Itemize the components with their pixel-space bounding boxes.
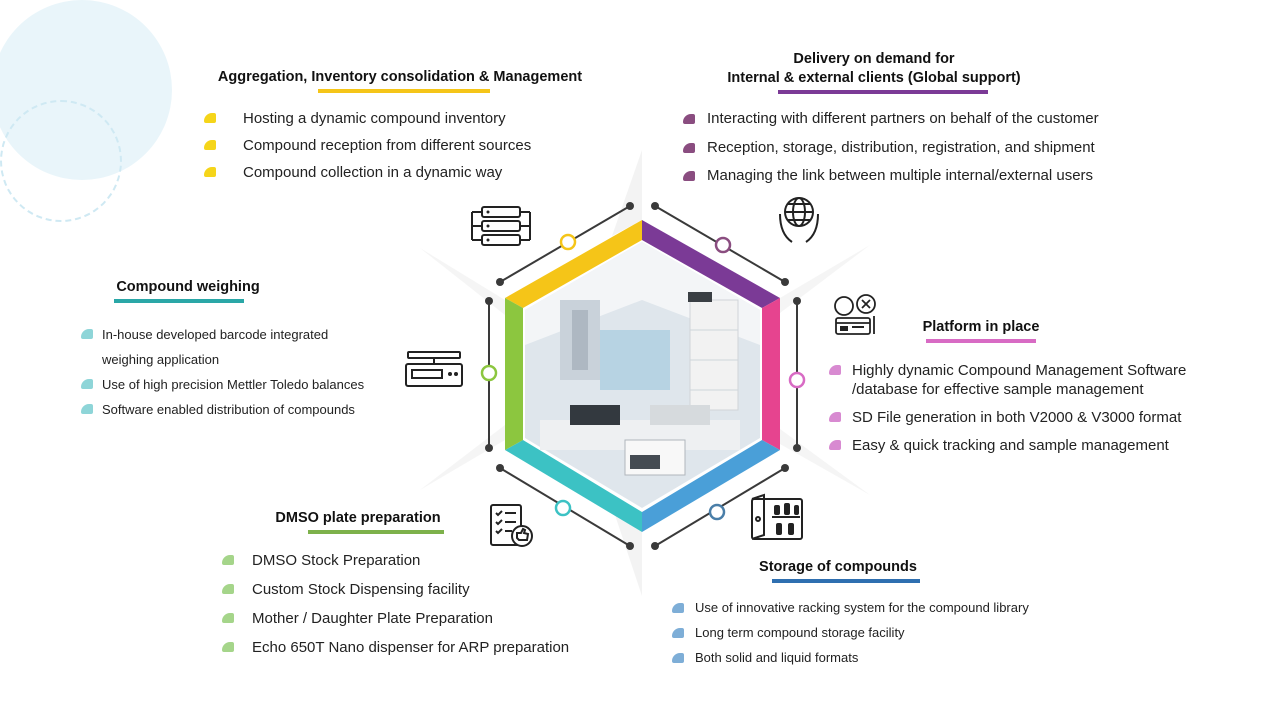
- list-item: In-house developed barcode integrated: [78, 322, 398, 347]
- bullet-icon: [222, 613, 234, 623]
- title-line-1: Delivery on demand for: [793, 51, 955, 67]
- section-title: DMSO plate preparation: [275, 510, 441, 526]
- hex-ring: [505, 220, 780, 532]
- list-item: Reception, storage, distribution, regist…: [676, 134, 1146, 163]
- bullet-icon: [829, 365, 841, 375]
- list-item: Compound reception from different source…: [200, 132, 620, 159]
- bullet-icon: [672, 628, 684, 638]
- section-platform: Platform in place Highly dynamic Compoun…: [826, 318, 1226, 464]
- list-item: Highly dynamic Compound Management Softw…: [826, 361, 1226, 399]
- section-weighing: Compound weighing In-house developed bar…: [78, 278, 398, 422]
- list-item: Custom Stock Dispensing facility: [218, 575, 618, 604]
- bullet-icon: [683, 171, 695, 181]
- ring-segment-yellow: [505, 220, 642, 308]
- bullet-icon: [222, 584, 234, 594]
- bullet-icon: [672, 603, 684, 613]
- list-item-continuation: weighing application: [102, 352, 220, 367]
- title-underline: [772, 579, 920, 583]
- bullet-icon: [81, 379, 93, 389]
- ring-segment-green: [505, 298, 523, 450]
- list-item: Mother / Daughter Plate Preparation: [218, 604, 618, 633]
- section-title: Storage of compounds: [759, 559, 917, 575]
- title-line-2: Internal & external clients (Global supp…: [727, 70, 1021, 86]
- list-item: Easy & quick tracking and sample managem…: [826, 436, 1226, 455]
- bullet-icon: [204, 167, 216, 177]
- bullet-icon: [81, 404, 93, 414]
- globe-hands-icon: [779, 197, 819, 243]
- title-underline: [308, 530, 444, 534]
- storage-cabinet-icon: [751, 493, 803, 540]
- gray-wedges: [420, 150, 870, 596]
- bullet-icon: [222, 642, 234, 652]
- server-rack-icon: [471, 206, 531, 246]
- title-underline: [926, 339, 1036, 343]
- ring-segment-teal: [505, 440, 642, 532]
- list-item: Both solid and liquid formats: [668, 645, 1088, 670]
- section-delivery: Delivery on demand for Internal & extern…: [676, 50, 1146, 191]
- bullet-icon: [204, 140, 216, 150]
- list-item: Compound collection in a dynamic way: [200, 159, 620, 186]
- bullet-icon: [81, 329, 93, 339]
- list-item: Software enabled distribution of compoun…: [78, 397, 398, 422]
- ring-segment-pink: [762, 298, 780, 450]
- bullet-icon: [829, 440, 841, 450]
- item-list: Interacting with different partners on b…: [676, 105, 1146, 191]
- list-item: Echo 650T Nano dispenser for ARP prepara…: [218, 633, 618, 662]
- list-item: Use of innovative racking system for the…: [668, 595, 1088, 620]
- ring-segment-purple: [642, 220, 780, 308]
- item-list: Highly dynamic Compound Management Softw…: [826, 361, 1226, 455]
- section-title: Compound weighing: [116, 279, 260, 295]
- section-title: Aggregation, Inventory consolidation & M…: [217, 69, 583, 85]
- list-item: Use of high precision Mettler Toledo bal…: [78, 372, 398, 397]
- item-list: Use of innovative racking system for the…: [668, 595, 1088, 670]
- ring-segment-blue: [642, 440, 780, 532]
- item-list: Hosting a dynamic compound inventory Com…: [200, 105, 620, 186]
- list-item: Managing the link between multiple inter…: [676, 162, 1146, 191]
- bullet-icon: [204, 113, 216, 123]
- item-list: DMSO Stock Preparation Custom Stock Disp…: [218, 546, 618, 662]
- list-item: DMSO Stock Preparation: [218, 546, 618, 575]
- section-title: Delivery on demand for Internal & extern…: [664, 50, 1084, 88]
- checklist-icon: [490, 504, 533, 547]
- lab-scene: [525, 242, 760, 476]
- title-underline: [114, 299, 244, 303]
- section-storage: Storage of compounds Use of innovative r…: [668, 558, 1088, 670]
- section-dmso: DMSO plate preparation DMSO Stock Prepar…: [218, 509, 618, 662]
- list-item: Interacting with different partners on b…: [676, 105, 1146, 134]
- connector-dots: [485, 202, 801, 550]
- decorative-dashed-circle: [0, 100, 122, 222]
- bullet-icon: [222, 555, 234, 565]
- list-item: SD File generation in both V2000 & V3000…: [826, 408, 1226, 427]
- section-title: Platform in place: [922, 319, 1040, 335]
- item-list: In-house developed barcode integrated we…: [78, 322, 398, 422]
- bullet-icon: [829, 412, 841, 422]
- section-aggregation: Aggregation, Inventory consolidation & M…: [200, 68, 620, 186]
- bullet-icon: [672, 653, 684, 663]
- title-underline: [778, 90, 988, 94]
- software-network-icon: [834, 294, 876, 335]
- weighing-scale-icon: [405, 351, 463, 387]
- list-item: Long term compound storage facility: [668, 620, 1088, 645]
- title-underline: [318, 89, 490, 93]
- bullet-icon: [683, 142, 695, 153]
- bullet-icon: [683, 114, 695, 124]
- connector-rings: [480, 233, 806, 521]
- list-item: Hosting a dynamic compound inventory: [200, 105, 620, 132]
